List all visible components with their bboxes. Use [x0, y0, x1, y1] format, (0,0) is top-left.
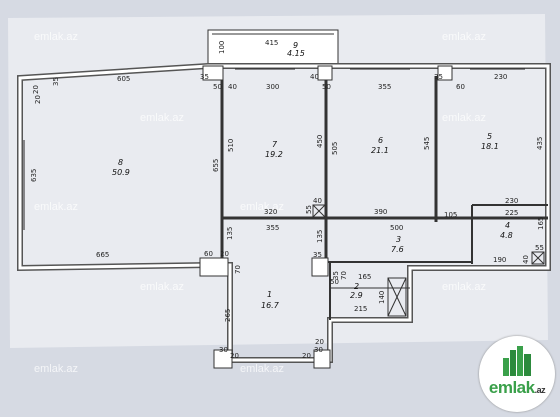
room-area: 7.6 — [391, 245, 404, 254]
room-number: 9 — [293, 41, 298, 50]
room-number: 7 — [272, 140, 278, 149]
dimension-label: 20 — [315, 338, 324, 346]
dimension-label: 300 — [266, 83, 279, 91]
room-labels: 8 50.9 7 19.2 6 21.1 5 18.1 9 4.15 4 4.8… — [112, 41, 513, 310]
dimension-label: 190 — [493, 256, 506, 264]
watermark: emlak.az — [240, 363, 284, 375]
dimension-label: 510 — [227, 139, 235, 152]
room-number: 5 — [487, 132, 492, 141]
dimension-label: 20 — [230, 352, 239, 360]
dimension-label: 55 — [305, 205, 313, 214]
room-area: 4.15 — [287, 49, 305, 58]
room-number: 3 — [396, 235, 401, 244]
dimensions: 415 100 605 35 35 20 20 50 40 300 40 50 … — [30, 39, 545, 360]
dimension-label: 355 — [266, 224, 279, 232]
dimension-label: 100 — [218, 41, 226, 54]
dimension-label: 665 — [96, 251, 109, 259]
dimension-label: 265 — [224, 309, 232, 322]
dimension-label: 40 — [310, 73, 319, 81]
room-area: 21.1 — [371, 146, 389, 155]
dimension-label: 435 — [536, 137, 544, 150]
dimension-label: 35 — [434, 73, 443, 81]
watermark: emlak.az — [442, 31, 486, 43]
dimension-label: 60 — [456, 83, 465, 91]
watermark: emlak.az — [34, 201, 78, 213]
dimension-label: 70 — [234, 265, 242, 274]
dimension-label: 40 — [228, 83, 237, 91]
dimension-label: 450 — [316, 135, 324, 148]
dimension-label: 635 — [30, 169, 38, 182]
dimension-label: 215 — [354, 305, 367, 313]
dimension-label: 20 — [34, 95, 42, 104]
dimension-label: 230 — [505, 197, 518, 205]
dimension-label: 415 — [265, 39, 278, 47]
dimension-label: 50 — [322, 83, 331, 91]
room-number: 4 — [505, 221, 510, 230]
room-area: 50.9 — [112, 168, 130, 177]
watermark: emlak.az — [240, 201, 284, 213]
dimension-label: 50 — [330, 278, 339, 286]
dimension-label: 50 — [213, 83, 222, 91]
dimension-label: 20 — [32, 85, 40, 94]
dimension-label: 505 — [331, 142, 339, 155]
room-number: 8 — [118, 158, 123, 167]
dimension-label: 605 — [117, 75, 130, 83]
room-area: 18.1 — [481, 142, 499, 151]
room-area: 4.8 — [500, 231, 513, 240]
room-area: 2.9 — [350, 291, 363, 300]
dimension-label: 320 — [264, 208, 277, 216]
dimension-label: 30 — [314, 346, 323, 354]
watermark: emlak.az — [34, 31, 78, 43]
dimension-label: 355 — [378, 83, 391, 91]
room-area: 19.2 — [265, 150, 283, 159]
dimension-label: 230 — [494, 73, 507, 81]
dimension-label: 390 — [374, 208, 387, 216]
dimension-label: 35 — [332, 271, 340, 280]
dimension-label: 20 — [302, 352, 311, 360]
dimension-label: 30 — [219, 346, 228, 354]
dimension-label: 20 — [220, 250, 229, 258]
room-area: 16.7 — [261, 301, 280, 310]
watermark: emlak.az — [442, 281, 486, 293]
room-number: 6 — [378, 136, 383, 145]
dimension-label: 135 — [316, 230, 324, 243]
walls — [17, 29, 551, 369]
buildings-icon — [503, 346, 531, 376]
watermark: emlak.az — [140, 112, 184, 124]
room-number: 1 — [267, 290, 272, 299]
emlak-logo[interactable]: emlak.az — [479, 336, 555, 412]
logo-text: emlak.az — [488, 378, 546, 397]
watermark: emlak.az — [140, 281, 184, 293]
dimension-label: 165 — [537, 217, 545, 230]
dimension-label: 500 — [390, 224, 403, 232]
watermark: emlak.az — [442, 112, 486, 124]
dimension-label: 70 — [340, 271, 348, 280]
watermark: emlak.az — [34, 363, 78, 375]
dimension-label: 35 — [52, 77, 60, 86]
dimension-label: 40 — [522, 255, 530, 264]
dimension-label: 225 — [505, 209, 518, 217]
dimension-label: 105 — [444, 211, 457, 219]
dimension-label: 545 — [423, 137, 431, 150]
room-number: 2 — [354, 282, 359, 291]
dimension-label: 35 — [313, 251, 322, 259]
dimension-label: 165 — [358, 273, 371, 281]
dimension-label: 135 — [226, 227, 234, 240]
watermarks: emlak.az emlak.az emlak.az emlak.az emla… — [34, 31, 486, 375]
dimension-label: 40 — [313, 197, 322, 205]
dimension-label: 655 — [212, 159, 220, 172]
dimension-label: 55 — [535, 244, 544, 252]
dimension-label: 35 — [200, 73, 209, 81]
dimension-label: 140 — [378, 291, 386, 304]
dimension-label: 60 — [204, 250, 213, 258]
